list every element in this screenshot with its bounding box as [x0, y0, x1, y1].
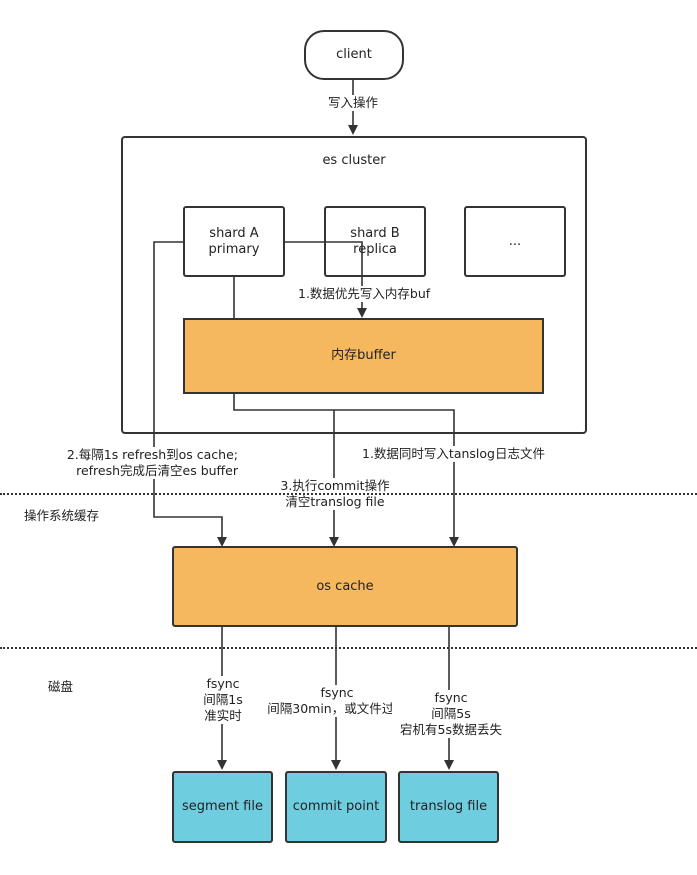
- commit-point: commit point: [285, 771, 387, 843]
- fsync-translog-note: fsync 间隔5s 宕机有5s数据丢失: [392, 690, 510, 738]
- buffer-label: 内存buffer: [331, 348, 396, 363]
- os-cache-layer-label: 操作系统缓存: [24, 508, 100, 523]
- shard-more: ...: [464, 206, 566, 277]
- commit-point-label: commit point: [292, 799, 380, 814]
- os-cache: os cache: [172, 546, 518, 627]
- es-cluster-container: es cluster: [121, 136, 587, 434]
- cluster-title: es cluster: [322, 153, 386, 168]
- client-label: client: [336, 47, 372, 62]
- shard-b-replica: shard B replica: [324, 206, 426, 277]
- fsync-segment-note: fsync 间隔1s 准实时: [192, 676, 254, 724]
- fsync-commit-note: fsync 间隔30min，或文件过大: [262, 685, 412, 717]
- segment-file-label: segment file: [182, 799, 263, 814]
- refresh-arrow: [153, 241, 227, 547]
- buffer-note: 1.数据优先写入内存buf: [298, 286, 431, 302]
- translog-file-label: translog file: [409, 799, 488, 814]
- memory-buffer: 内存buffer: [183, 318, 544, 394]
- os-cache-label: os cache: [316, 578, 374, 594]
- translog-note: 1.数据同时写入tanslog日志文件: [362, 446, 545, 462]
- os-cache-divider: [0, 493, 697, 495]
- shard-a-label: shard A primary: [208, 225, 260, 257]
- translog-file: translog file: [398, 771, 499, 843]
- disk-layer-label: 磁盘: [48, 679, 74, 694]
- segment-file: segment file: [172, 771, 273, 843]
- shard-b-label: shard B replica: [350, 225, 400, 257]
- write-op-label: 写入操作: [328, 95, 379, 111]
- shard-a-primary: shard A primary: [183, 206, 285, 277]
- refresh-note: 2.每隔1s refresh到os cache; refresh完成后清空es …: [62, 447, 238, 479]
- client-node: client: [304, 30, 404, 80]
- shard-more-label: ...: [508, 233, 522, 249]
- disk-divider: [0, 647, 697, 649]
